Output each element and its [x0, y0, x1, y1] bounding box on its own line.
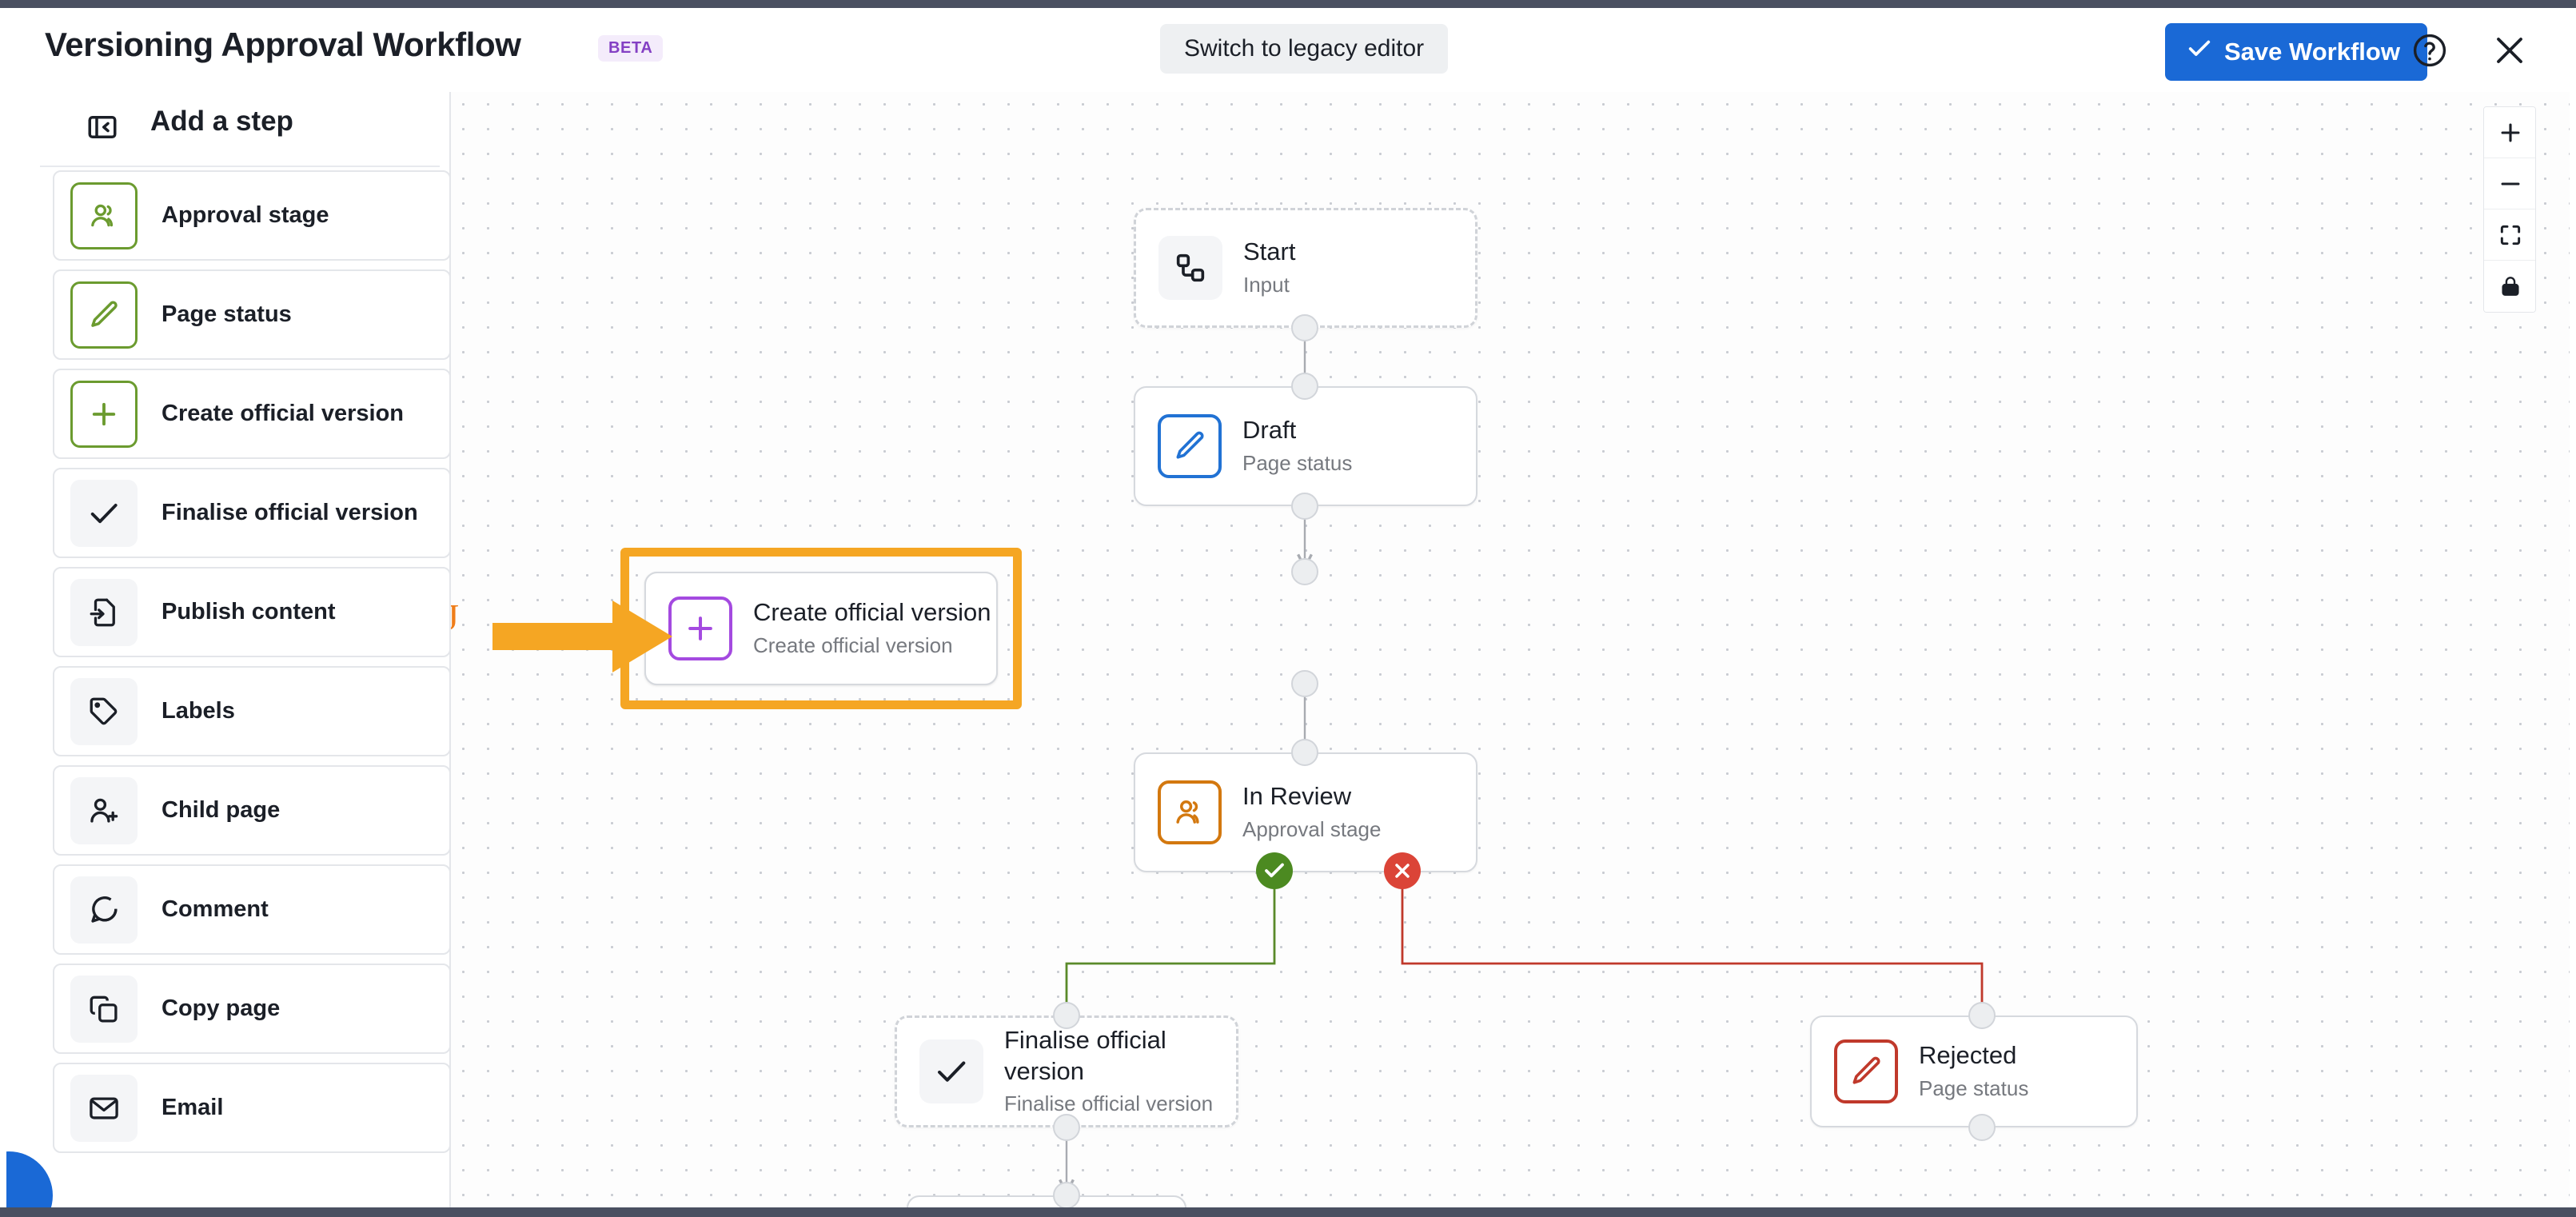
sidebar-step-label: Page status: [161, 301, 292, 327]
save-workflow-label: Save Workflow: [2224, 38, 2400, 66]
workflow-node-finalise-official-version[interactable]: Finalise official version Finalise offic…: [895, 1015, 1238, 1127]
node-handle-top[interactable]: [1291, 739, 1318, 766]
comment-icon: [70, 876, 138, 944]
save-workflow-button[interactable]: Save Workflow: [2165, 23, 2427, 81]
node-handle-top[interactable]: [1053, 1002, 1080, 1029]
copy-icon: [70, 975, 138, 1043]
user-plus-icon: [70, 776, 138, 844]
node-handle-top[interactable]: [1291, 558, 1318, 585]
node-subtitle: Approval stage: [1242, 816, 1382, 841]
workflow-node-rejected[interactable]: Rejected Page status: [1810, 1015, 2138, 1127]
help-circle-icon[interactable]: [2405, 26, 2454, 75]
flow-start-icon: [1158, 236, 1222, 300]
reject-branch-handle[interactable]: [1384, 852, 1421, 889]
annotation-label: J: [451, 597, 459, 637]
plus-icon: [70, 380, 138, 448]
node-text: Finalise official version Finalise offic…: [1004, 1025, 1236, 1118]
sidebar-step-comment[interactable]: Comment: [53, 864, 449, 955]
sidebar-step-label: Approval stage: [161, 202, 329, 228]
switch-to-legacy-editor-button[interactable]: Switch to legacy editor: [1160, 24, 1449, 74]
sidebar-step-labels[interactable]: Labels: [53, 666, 449, 756]
node-subtitle: Page status: [1242, 450, 1353, 475]
canvas-zoom-controls: [2483, 106, 2536, 313]
sidebar-step-page-status[interactable]: Page status: [53, 269, 449, 360]
node-title: Create official version: [753, 598, 991, 627]
page-title: Versioning Approval Workflow: [45, 26, 521, 63]
node-handle-bottom[interactable]: [1053, 1114, 1080, 1141]
close-icon[interactable]: [2485, 26, 2534, 75]
node-subtitle: Create official version: [753, 632, 953, 657]
node-subtitle: Page status: [1919, 1075, 2029, 1100]
check-icon: [2186, 35, 2213, 69]
approve-branch-handle[interactable]: [1256, 852, 1293, 889]
pencil-icon: [70, 281, 138, 349]
node-subtitle: Finalise official version: [1004, 1091, 1214, 1116]
publish-icon: [70, 578, 138, 646]
people-icon: [1158, 780, 1222, 844]
sidebar-step-create-official-version[interactable]: Create official version: [53, 369, 449, 459]
workflow-node-in-review[interactable]: In Review Approval stage: [1134, 752, 1477, 872]
workflow-node-draft[interactable]: Draft Page status: [1134, 386, 1477, 506]
node-text: In Review Approval stage: [1242, 781, 1381, 844]
sidebar-step-label: Copy page: [161, 996, 281, 1021]
node-title: Draft: [1242, 416, 1297, 445]
lock-button[interactable]: [2484, 261, 2535, 312]
node-handle-bottom[interactable]: [1968, 1114, 1996, 1141]
check-icon: [919, 1039, 983, 1103]
node-title: Finalise official version: [1004, 1025, 1166, 1085]
sidebar-step-label: Email: [161, 1095, 224, 1120]
sidebar-divider: [40, 166, 440, 167]
sidebar-header: Add a step: [6, 92, 449, 162]
workflow-canvas[interactable]: J Start Input Draft Page status: [451, 92, 2570, 1207]
node-text: Create official version Create official …: [753, 597, 991, 660]
node-text: Rejected Page status: [1919, 1040, 2028, 1103]
node-title: Rejected: [1919, 1041, 2017, 1070]
envelope-icon: [70, 1074, 138, 1142]
node-handle-top[interactable]: [1291, 373, 1318, 400]
window-chrome-bottom: [0, 1207, 2576, 1217]
sidebar-step-label: Comment: [161, 896, 269, 922]
node-text: Draft Page status: [1242, 415, 1352, 477]
panel-collapse-icon[interactable]: [84, 109, 121, 146]
workflow-node-start[interactable]: Start Input: [1134, 208, 1477, 328]
workflow-node-approved[interactable]: Approved Page status: [907, 1195, 1186, 1207]
header-bar: Versioning Approval Workflow BETA Switch…: [6, 8, 2576, 92]
sidebar-step-child-page[interactable]: Child page: [53, 765, 449, 856]
node-handle-bottom[interactable]: [1291, 493, 1318, 520]
sidebar-step-publish-content[interactable]: Publish content: [53, 567, 449, 657]
sidebar-step-label: Create official version: [161, 401, 404, 426]
node-text: Start Input: [1243, 237, 1295, 299]
node-title: In Review: [1242, 782, 1352, 811]
node-title: Start: [1243, 237, 1296, 266]
sidebar-step-label: Finalise official version: [161, 500, 418, 525]
tag-icon: [70, 677, 138, 745]
people-icon: [70, 182, 138, 249]
pencil-icon: [1158, 414, 1222, 478]
node-handle-top[interactable]: [1053, 1182, 1080, 1207]
sidebar-step-copy-page[interactable]: Copy page: [53, 964, 449, 1054]
node-handle-bottom[interactable]: [1291, 670, 1318, 697]
sidebar-step-label: Child page: [161, 797, 281, 823]
sidebar-step-finalise-official-version[interactable]: Finalise official version: [53, 468, 449, 558]
beta-badge: BETA: [598, 35, 664, 62]
window-chrome-top: [0, 0, 2576, 8]
zoom-out-button[interactable]: [2484, 158, 2535, 209]
node-handle-bottom[interactable]: [1291, 314, 1318, 341]
node-subtitle: Input: [1243, 272, 1290, 297]
sidebar-step-email[interactable]: Email: [53, 1063, 449, 1153]
node-handle-top[interactable]: [1968, 1002, 1996, 1029]
pencil-icon: [1834, 1039, 1898, 1103]
zoom-in-button[interactable]: [2484, 107, 2535, 158]
plus-icon: [668, 597, 732, 660]
sidebar-title: Add a step: [150, 106, 293, 137]
fit-view-button[interactable]: [2484, 209, 2535, 261]
workflow-editor-window: Versioning Approval Workflow BETA Switch…: [0, 8, 2576, 1207]
sidebar-step-label: Publish content: [161, 599, 336, 624]
sidebar-step-label: Labels: [161, 698, 235, 724]
annotation-arrow-icon: [492, 601, 672, 672]
check-icon: [70, 479, 138, 547]
sidebar-step-approval-stage[interactable]: Approval stage: [53, 170, 449, 261]
